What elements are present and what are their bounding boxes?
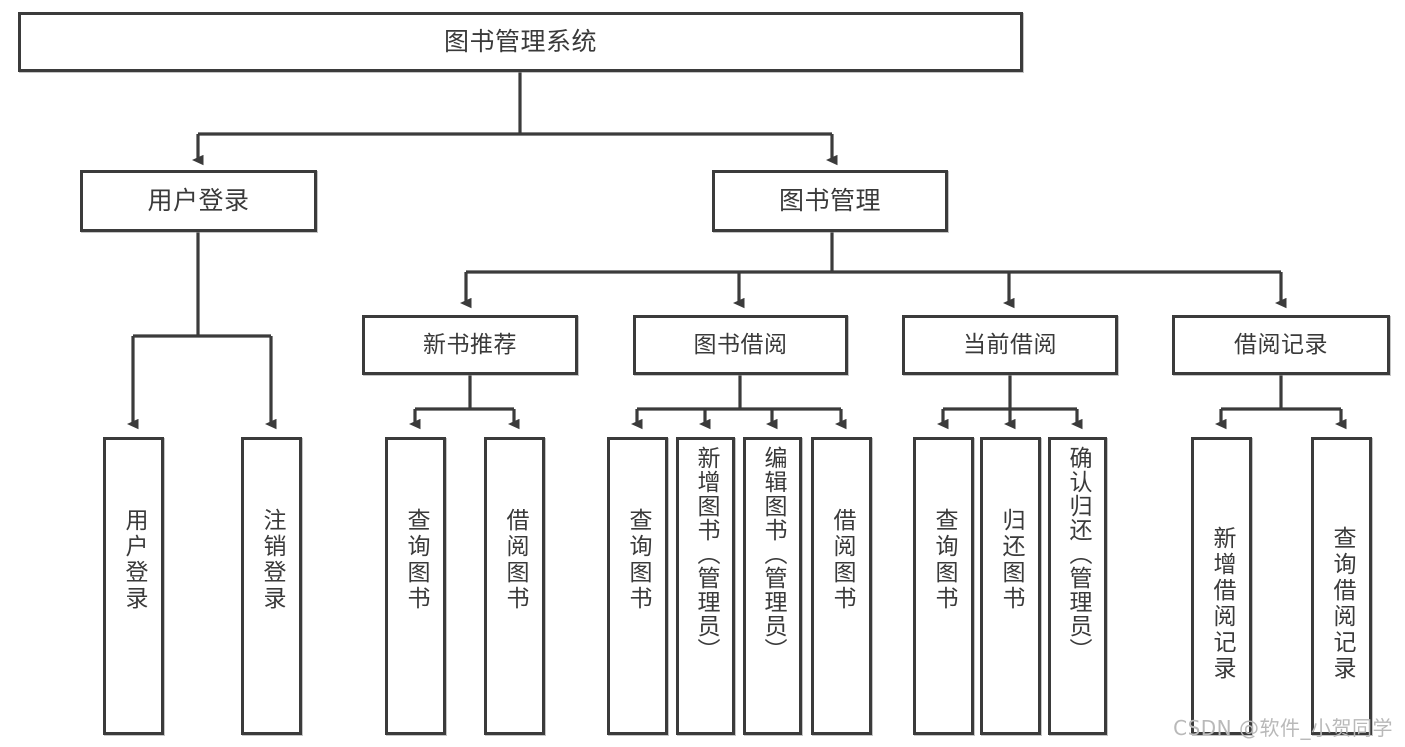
leaf-record-query-record-label: 查询借阅记录	[1329, 526, 1355, 682]
leaf-current-query-book[interactable]: 查询图书	[913, 437, 974, 735]
node-borrow-record[interactable]: 借阅记录	[1172, 315, 1390, 375]
node-root[interactable]: 图书管理系统	[18, 12, 1023, 72]
leaf-user-login-logout[interactable]: 注销登录	[241, 437, 302, 735]
leaf-borrow-add-book[interactable]: 新增图书（管理员）	[676, 437, 735, 735]
leaf-borrow-edit-book-label: 编辑图书（管理员）	[760, 446, 786, 662]
leaf-borrow-borrow-book[interactable]: 借阅图书	[811, 437, 872, 735]
leaf-user-login-login-label: 用户登录	[121, 508, 147, 612]
node-new-book-recommend-label: 新书推荐	[423, 331, 517, 358]
node-current-borrow-label: 当前借阅	[963, 331, 1057, 358]
node-book-borrow-label: 图书借阅	[693, 331, 788, 358]
node-current-borrow[interactable]: 当前借阅	[902, 315, 1118, 375]
node-new-book-recommend[interactable]: 新书推荐	[362, 315, 578, 375]
leaf-recommend-borrow-book-label: 借阅图书	[502, 508, 528, 612]
leaf-user-login-logout-label: 注销登录	[259, 508, 285, 612]
leaf-current-confirm-return[interactable]: 确认归还（管理员）	[1048, 437, 1107, 735]
node-user-login-label: 用户登录	[147, 185, 250, 215]
leaf-record-add-record[interactable]: 新增借阅记录	[1191, 437, 1252, 735]
node-book-borrow[interactable]: 图书借阅	[633, 315, 848, 375]
leaf-record-query-record[interactable]: 查询借阅记录	[1311, 437, 1372, 735]
leaf-borrow-add-book-label: 新增图书（管理员）	[693, 446, 719, 662]
leaf-borrow-edit-book[interactable]: 编辑图书（管理员）	[743, 437, 802, 735]
leaf-record-add-record-label: 新增借阅记录	[1209, 526, 1235, 682]
leaf-borrow-query-book[interactable]: 查询图书	[607, 437, 668, 735]
leaf-current-return-book[interactable]: 归还图书	[980, 437, 1041, 735]
leaf-current-confirm-return-label: 确认归还（管理员）	[1065, 446, 1091, 662]
node-book-management[interactable]: 图书管理	[712, 170, 948, 232]
node-user-login[interactable]: 用户登录	[80, 170, 317, 232]
node-book-management-label: 图书管理	[778, 185, 881, 215]
node-root-label: 图书管理系统	[443, 26, 597, 56]
leaf-current-query-book-label: 查询图书	[931, 508, 957, 612]
leaf-recommend-query-book[interactable]: 查询图书	[385, 437, 446, 735]
leaf-borrow-query-book-label: 查询图书	[625, 508, 651, 612]
leaf-recommend-borrow-book[interactable]: 借阅图书	[484, 437, 545, 735]
leaf-current-return-book-label: 归还图书	[998, 508, 1024, 612]
leaf-borrow-borrow-book-label: 借阅图书	[829, 508, 855, 612]
watermark: CSDN @软件_小贺同学	[1173, 716, 1393, 740]
leaf-recommend-query-book-label: 查询图书	[403, 508, 429, 612]
node-borrow-record-label: 借阅记录	[1234, 331, 1328, 358]
leaf-user-login-login[interactable]: 用户登录	[103, 437, 164, 735]
